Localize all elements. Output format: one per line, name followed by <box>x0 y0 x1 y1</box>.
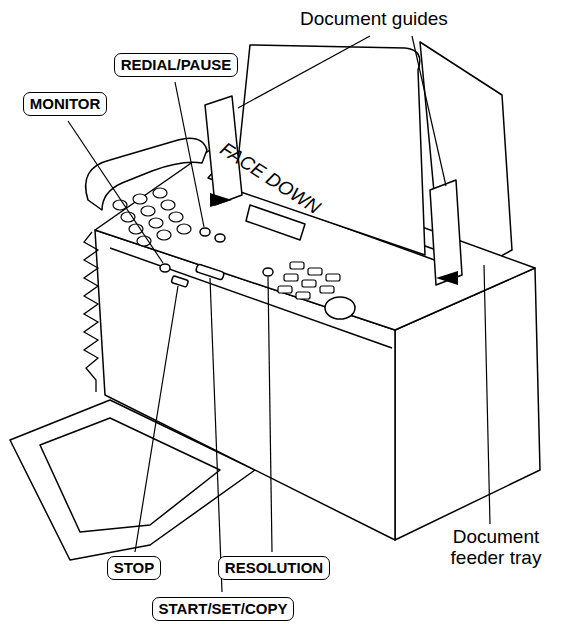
button-name: RESOLUTION <box>225 559 323 577</box>
right-guide <box>430 180 462 285</box>
navigator-dial <box>325 297 355 319</box>
button-name: START/SET/COPY <box>159 600 288 618</box>
button-callout: MONITOR <box>23 92 108 116</box>
stop-button <box>171 276 188 288</box>
button-callout: REDIAL/PAUSE <box>114 53 239 77</box>
part-label: Document guides <box>300 8 448 29</box>
display <box>246 205 305 240</box>
function-keys <box>278 262 340 299</box>
part-label: Document feeder tray <box>440 526 552 568</box>
button-name: REDIAL/PAUSE <box>121 56 232 74</box>
keypad <box>113 188 191 246</box>
resolution-button <box>263 268 273 276</box>
button-name: STOP <box>114 559 155 577</box>
guide-arrow <box>436 271 458 285</box>
start-button <box>195 264 224 280</box>
leader-lines <box>68 36 490 592</box>
button-callout: STOP <box>107 556 162 580</box>
guide-arrow <box>210 193 232 207</box>
redial-button <box>200 228 210 236</box>
button-name: MONITOR <box>30 95 101 113</box>
button-callout: START/SET/COPY <box>152 597 295 621</box>
button <box>215 234 225 242</box>
monitor-button <box>160 264 170 272</box>
panel-edge <box>110 248 392 348</box>
document-sheet <box>235 45 425 255</box>
handset-cord <box>84 232 98 392</box>
button-callout: RESOLUTION <box>218 556 330 580</box>
